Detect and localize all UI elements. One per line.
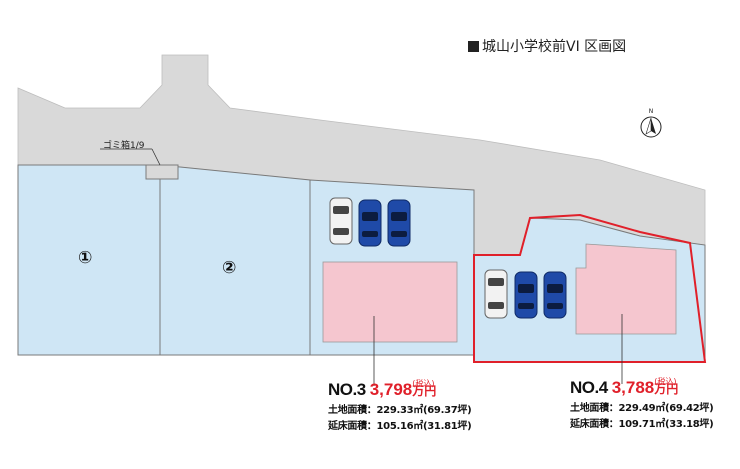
listing-no4-floor-area: 延床面積：109.71㎡(33.18坪) (570, 419, 714, 430)
listing-no3-land-area: 土地面積：229.33㎡(69.37坪) (328, 405, 472, 416)
car-blue-lot3-a (358, 199, 382, 247)
garbage-label: ゴミ箱1/9 (103, 141, 145, 151)
lot-2-label: ② (222, 258, 237, 278)
listing-no4-price: 3,788 (611, 378, 655, 397)
square-bullet-icon (468, 41, 479, 52)
north-label: N (649, 108, 654, 115)
car-blue-lot4-b (543, 271, 567, 319)
listing-no4-tax-note: (税込) (654, 377, 677, 386)
garbage-leader-line-2 (151, 148, 161, 166)
car-blue-lot3-b (387, 199, 411, 247)
lot-4-highlight (473, 213, 707, 363)
listing-no3-price: 3,798 (369, 380, 413, 399)
car-blue-lot4-a (514, 271, 538, 319)
lot-1-label: ① (78, 248, 93, 268)
car-white-lot3 (329, 197, 353, 245)
listing-no4-number: NO.4 (570, 378, 608, 397)
house-no3 (322, 261, 458, 343)
north-arrow-icon (640, 116, 662, 138)
car-white-lot4 (484, 269, 508, 319)
listing-no3-unit: 万円 (412, 384, 437, 398)
listing-no3-floor-area: 延床面積：105.16㎡(31.81坪) (328, 421, 472, 432)
listing-no4-unit: 万円 (654, 382, 679, 396)
listing-no3-tax-note: (税込) (412, 379, 435, 388)
plan-title-text: 城山小学校前VI 区画図 (482, 39, 627, 55)
plan-title: 城山小学校前VI 区画図 (468, 36, 626, 56)
listing-no3-number: NO.3 (328, 380, 366, 399)
garbage-box (145, 164, 179, 180)
listing-no4-land-area: 土地面積：229.49㎡(69.42坪) (570, 403, 714, 414)
house-no4 (575, 243, 677, 335)
